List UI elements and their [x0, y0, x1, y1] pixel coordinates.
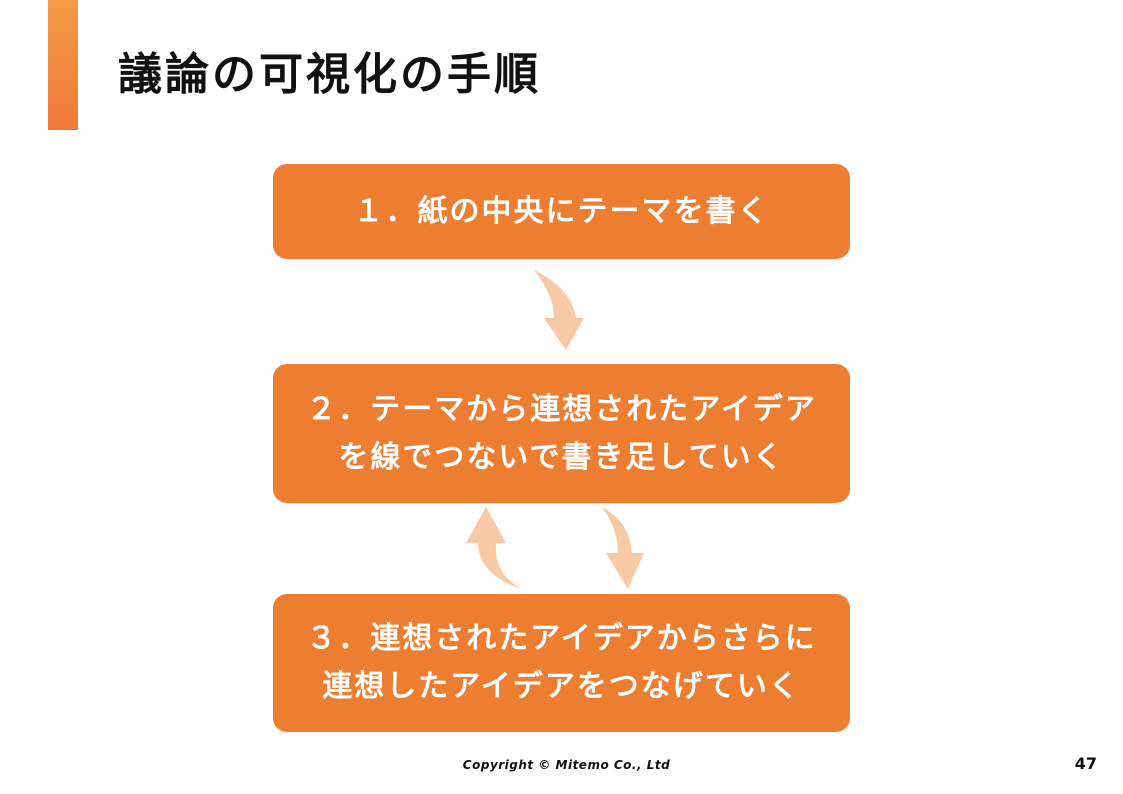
title-accent-bar [48, 0, 78, 130]
curved-arrow-down-icon [602, 507, 644, 589]
curved-arrow-up-icon [466, 507, 522, 589]
copyright-text: Copyright © Mitemo Co., Ltd [462, 758, 671, 772]
curved-arrow-down-icon [534, 270, 584, 350]
step-3-box: ３．連想されたアイデアからさらに連想したアイデアをつなげていく [273, 594, 850, 732]
step-2-box: ２．テーマから連想されたアイデアを線でつないで書き足していく [273, 364, 850, 503]
page-title: 議論の可視化の手順 [118, 49, 541, 100]
step-2-label: ２．テーマから連想されたアイデアを線でつないで書き足していく [306, 391, 817, 475]
page-number: 47 [1074, 754, 1097, 773]
step-1-label: １．紙の中央にテーマを書く [353, 193, 770, 229]
step-1-box: １．紙の中央にテーマを書く [273, 164, 850, 259]
step-3-label: ３．連想されたアイデアからさらに連想したアイデアをつなげていく [306, 621, 817, 704]
